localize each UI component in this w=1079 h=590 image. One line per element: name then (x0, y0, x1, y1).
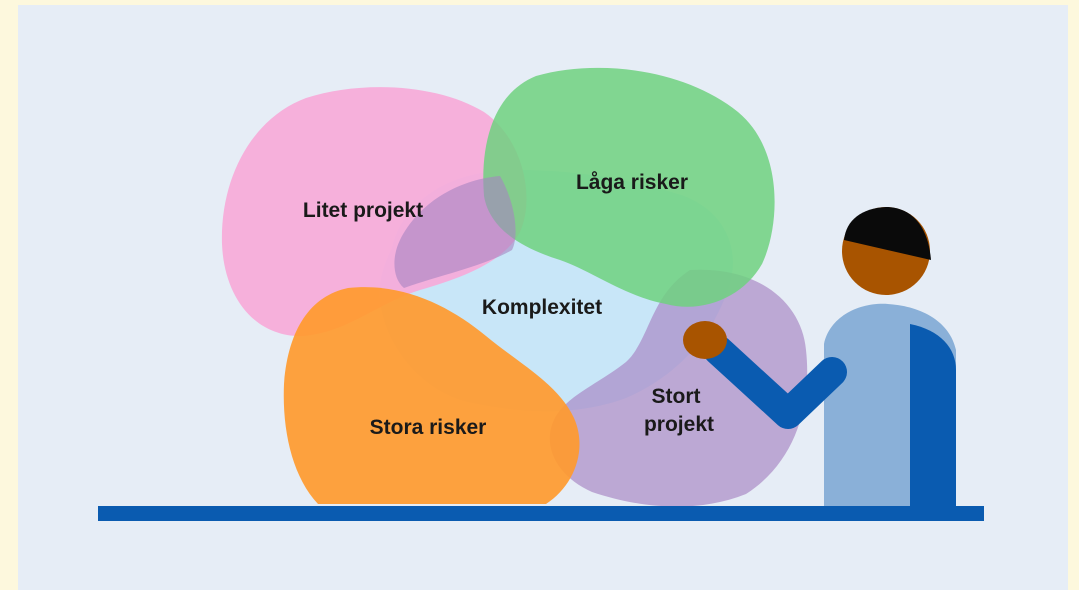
stort-projekt-label-line1: Stort (652, 385, 701, 408)
person-hand (683, 321, 727, 359)
laga-risker-blob (483, 67, 775, 307)
floor-line (98, 506, 984, 521)
person-hair (844, 207, 931, 260)
stora-risker-label: Stora risker (370, 416, 487, 439)
litet-projekt-blob (221, 87, 527, 337)
person-arm (703, 335, 847, 429)
litet-projekt-label: Litet projekt (303, 199, 423, 222)
stort-projekt-label-line2: projekt (644, 413, 714, 436)
komplexitet-label: Komplexitet (482, 296, 602, 319)
komplexitet-purple-overlay (394, 176, 516, 288)
laga-risker-label: Låga risker (576, 171, 688, 194)
stort-projekt-blob (549, 269, 808, 507)
person-back-shade (910, 324, 956, 506)
stora-risker-blob (283, 287, 580, 504)
